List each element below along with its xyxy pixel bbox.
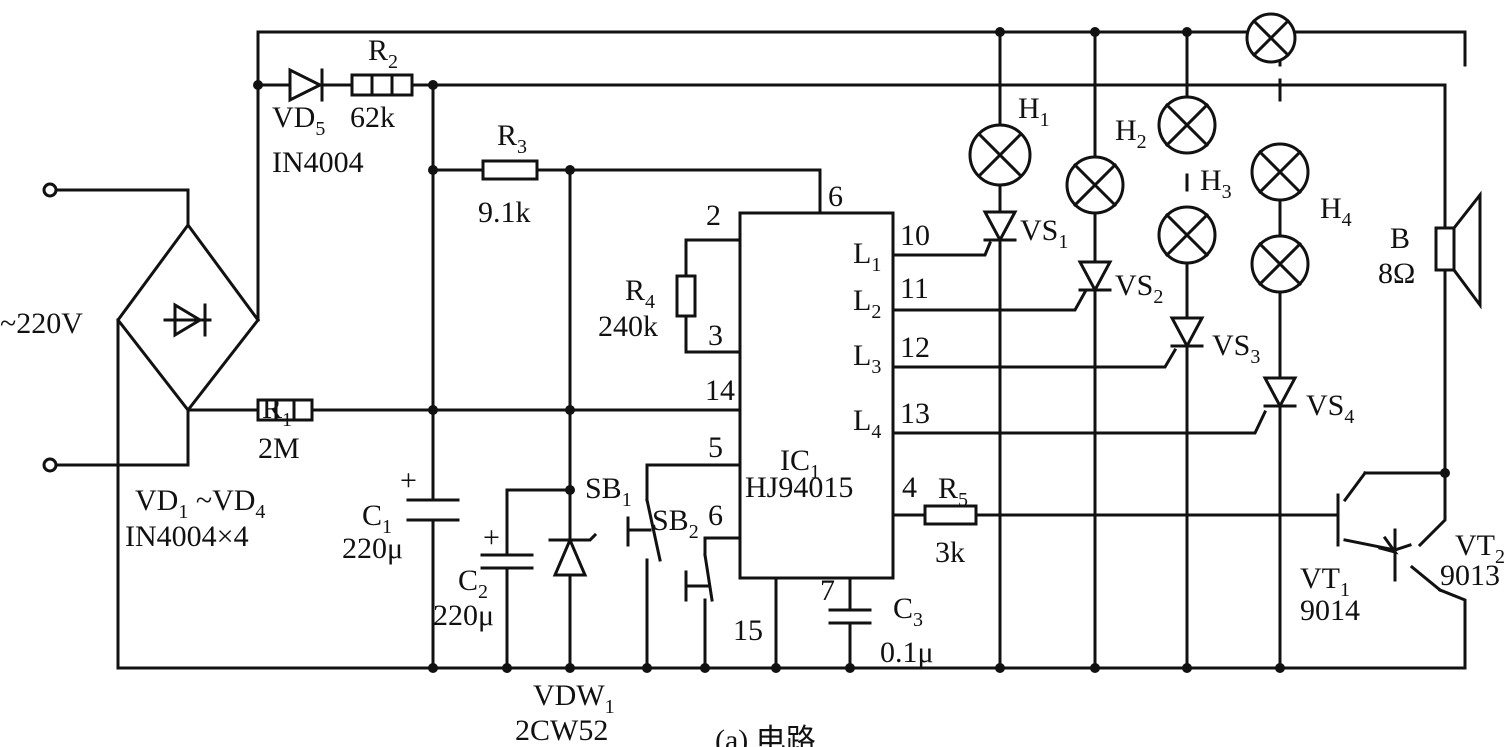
thyristor-icon [982,210,1298,410]
pin-5: 5 [708,431,723,464]
c2-plus: + [483,521,500,554]
ic1-part: HJ94015 [745,471,853,504]
wires [54,30,1467,670]
r3-value: 9.1k [478,196,531,229]
sb1-switch-icon [626,498,662,562]
vd5-label: VD5 [272,101,325,140]
r4-label: R4 [625,274,655,313]
vd5-part: IN4004 [272,146,364,179]
pin-6a: 6 [828,180,843,213]
pin-4: 4 [902,471,917,504]
transistor-icon [1336,493,1412,582]
vdw1-label: VDW1 [533,679,615,718]
vdw1-part: 2CW52 [515,714,608,747]
c3-label: C3 [893,592,923,631]
bridge-label: VD1 ~VD4 [135,484,265,523]
c2-capacitor-icon [480,553,534,570]
vs3-label: VS3 [1212,329,1260,368]
c3-capacitor-icon [828,608,872,625]
junctions [253,27,1450,673]
sb2-switch-icon [684,553,714,602]
lamp-h4-label: H4 [1320,192,1352,231]
vt2-part: 9013 [1440,559,1500,592]
vt2-label: VT2 [1455,529,1505,568]
pin-2: 2 [706,199,721,232]
pin-6b: 6 [708,499,723,532]
c2-label: C2 [458,564,488,603]
vt1-part: 9014 [1300,594,1360,627]
c1-label: C1 [362,499,392,538]
r4-resistor-icon [675,274,697,318]
lamp-h1-label: H1 [1018,92,1050,131]
ac-input-label: ~220V [0,307,83,340]
c1-plus: + [400,464,417,497]
ac-terminal-top [42,182,58,198]
pin-7: 7 [820,574,835,607]
lamp-icon [968,12,1310,294]
vdw1-zener-icon [548,532,598,577]
pin-15: 15 [733,614,763,647]
bridge-rectifier-icon [163,302,212,338]
r5-resistor-icon [923,504,978,526]
vs2-label: VS2 [1115,269,1163,308]
r5-value: 3k [935,536,965,569]
r1-value: 2M [258,432,300,465]
pin-10: 10 [900,219,930,252]
out-l2: L2 [853,284,881,323]
pin-3: 3 [708,319,723,352]
out-l1: L1 [853,237,881,276]
ic1-chip [738,211,895,580]
pin-12: 12 [900,331,930,364]
r3-label: R3 [497,119,527,158]
c2-value: 220μ [433,599,494,632]
pin-13: 13 [900,397,930,430]
vd5-diode-icon [288,67,324,103]
sb2-label: SB2 [652,504,699,543]
vs1-label: VS1 [1020,214,1068,253]
r1-label: R1 [262,392,292,431]
vs4-label: VS4 [1306,389,1354,428]
r3-resistor-icon [481,159,539,181]
ac-terminal-bottom [42,457,58,473]
r1-resistor-icon [256,398,314,422]
r5-label: R5 [938,472,968,511]
figure-caption: (a) 电路 [715,724,816,747]
out-l4: L4 [853,404,881,443]
lamp-h3-label: H3 [1200,164,1232,203]
speaker-icon [1434,190,1482,310]
c3-value: 0.1μ [880,636,934,669]
r2-value: 62k [350,101,395,134]
r4-value: 240k [598,310,658,343]
sb1-label: SB1 [585,472,632,511]
r2-resistor-icon [350,73,414,97]
r2-label: R2 [368,34,398,73]
pin-11: 11 [900,272,929,305]
vt1-label: VT1 [1300,562,1350,601]
bridge-part-label: IN4004×4 [125,520,249,553]
speaker-label: B [1390,222,1410,255]
out-l3: L3 [853,339,881,378]
lamp-h2-label: H2 [1115,114,1147,153]
c1-value: 220μ [342,532,403,565]
pin-14: 14 [705,374,735,407]
speaker-value: 8Ω [1378,257,1415,290]
c1-capacitor-icon [406,498,460,522]
ic1-label: IC1 [780,444,820,483]
